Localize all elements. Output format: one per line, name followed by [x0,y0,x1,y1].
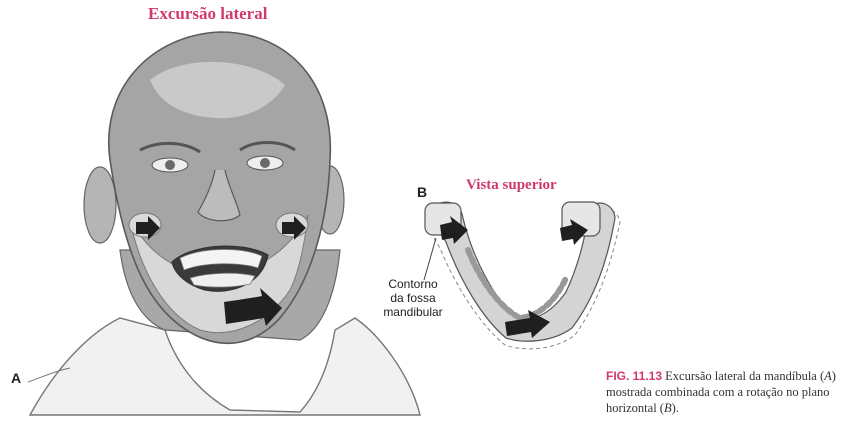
fossa-label-line: mandibular [373,305,453,319]
panel-label-a: A [11,370,21,386]
caption-text: ). [672,401,679,415]
caption-ref-b: B [664,401,672,415]
fossa-label: Contorno da fossa mandibular [373,277,453,319]
fossa-label-line: da fossa [373,291,453,305]
panel-label-b: B [417,184,427,200]
mandible-superior-view [425,202,620,349]
fossa-pointer [424,238,436,280]
figure-caption: FIG. 11.13 Excursão lateral da mandí­bul… [606,368,842,416]
fossa-label-line: Contorno [373,277,453,291]
figure-title-b: Vista superior [466,177,557,194]
caption-figure-number: FIG. 11.13 [606,369,662,383]
caption-text: Excursão lateral da mandí­bula ( [662,369,824,383]
face-illustration [30,32,420,415]
caption-ref-a: A [824,369,832,383]
figure-title-a: Excursão lateral [148,4,267,24]
